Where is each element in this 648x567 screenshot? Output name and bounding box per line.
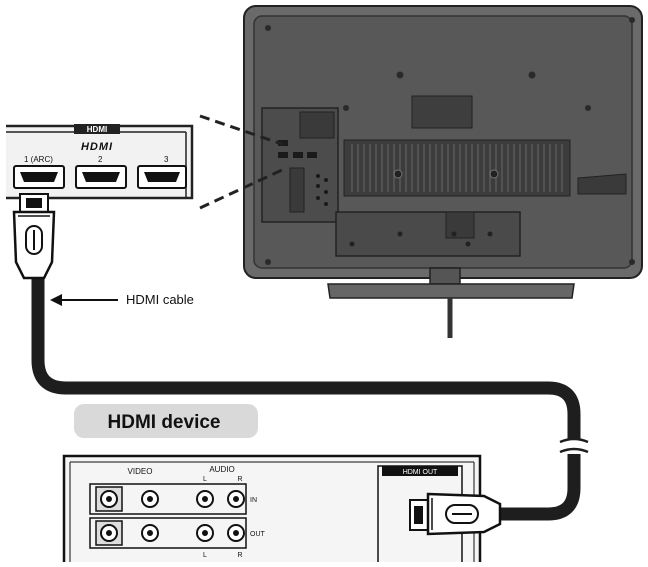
audio-l-in-jack — [196, 490, 214, 508]
hdmi-port-panel: HDMI HDMI 1 (ARC) 2 3 — [6, 124, 194, 200]
tv-stand-base — [327, 283, 575, 299]
zoom-lines — [199, 114, 283, 210]
s-video-out-jack — [95, 520, 123, 546]
tv-vent-slots — [351, 144, 563, 192]
tv-top-plate — [411, 95, 473, 129]
audio-l-label-bottom: L — [203, 552, 207, 559]
audio-l-out-jack — [196, 524, 214, 542]
hdmi-plug-device — [409, 492, 502, 536]
video-out-jack — [141, 524, 159, 542]
tv-jack — [316, 184, 320, 188]
tv-screw — [629, 259, 635, 265]
audio-r-in-jack — [227, 490, 245, 508]
tv-screw — [487, 231, 493, 237]
tv-screw — [528, 71, 536, 79]
hdmi-out-label: HDMI OUT — [403, 469, 438, 476]
video-in-jack — [141, 490, 159, 508]
device-back-panel: VIDEO AUDIO L R IN — [62, 454, 502, 562]
hdmi-port-label-3: 3 — [164, 155, 169, 164]
tv-screw — [397, 231, 403, 237]
tv-screw — [393, 169, 403, 179]
hdmi-logo: HDMI — [81, 141, 113, 153]
hdmi-port-label-1: 1 (ARC) — [24, 155, 53, 164]
tv-jack-column — [289, 167, 305, 213]
tv-jack — [324, 190, 328, 194]
tv-jack — [316, 174, 320, 178]
tv-screw — [343, 105, 349, 111]
out-label: OUT — [250, 531, 266, 538]
tv-screw — [629, 17, 635, 23]
cable-break-mark — [559, 437, 589, 454]
hdmi-port-1 — [13, 165, 65, 189]
out-row-frame — [89, 517, 247, 549]
tv-screw — [465, 241, 471, 247]
in-row-frame — [89, 483, 247, 515]
s-video-in-jack — [95, 486, 123, 512]
tv-jack — [324, 202, 328, 206]
audio-l-label-top: L — [203, 476, 207, 483]
hdmi-port-3 — [137, 165, 187, 189]
cable-label: HDMI cable — [126, 292, 194, 307]
tv-vent-grille — [343, 139, 571, 197]
tv-screw — [265, 25, 271, 31]
tv-stand-neck — [429, 267, 461, 285]
hdmi-port-label-2: 2 — [98, 155, 103, 164]
audio-r-out-jack — [227, 524, 245, 542]
tv-stand-block — [445, 211, 475, 239]
audio-r-label-top: R — [237, 476, 242, 483]
audio-r-label-bottom: R — [237, 552, 242, 559]
tv-screw — [396, 71, 404, 79]
hdmi-plug-top — [12, 193, 56, 280]
tv-screw — [585, 105, 591, 111]
tv-connector-block — [299, 111, 335, 139]
tv-screw — [451, 231, 457, 237]
device-title: HDMI device — [108, 412, 221, 433]
tv-jack — [324, 178, 328, 182]
in-label: IN — [250, 497, 257, 504]
tv-screw — [265, 259, 271, 265]
tv-back — [243, 5, 643, 338]
hdmi-port-2 — [75, 165, 127, 189]
tv-screw — [349, 241, 355, 247]
cable-pointer-arrow — [50, 294, 118, 306]
tv-hdmi-port — [278, 140, 288, 146]
tv-hdmi-port — [293, 152, 303, 158]
hdmi-logo-badge — [74, 124, 120, 134]
audio-label: AUDIO — [209, 465, 234, 474]
device-title-badge — [74, 404, 258, 438]
video-label: VIDEO — [128, 467, 153, 476]
tv-side-handle — [577, 173, 627, 195]
hdmi-logo-top: HDMI — [87, 125, 107, 134]
tv-hdmi-port — [278, 152, 288, 158]
tv-hdmi-port — [307, 152, 317, 158]
tv-screw — [489, 169, 499, 179]
hdmi-out-label-bg — [382, 466, 458, 476]
tv-jack — [316, 196, 320, 200]
hdmi-cable — [31, 269, 581, 521]
